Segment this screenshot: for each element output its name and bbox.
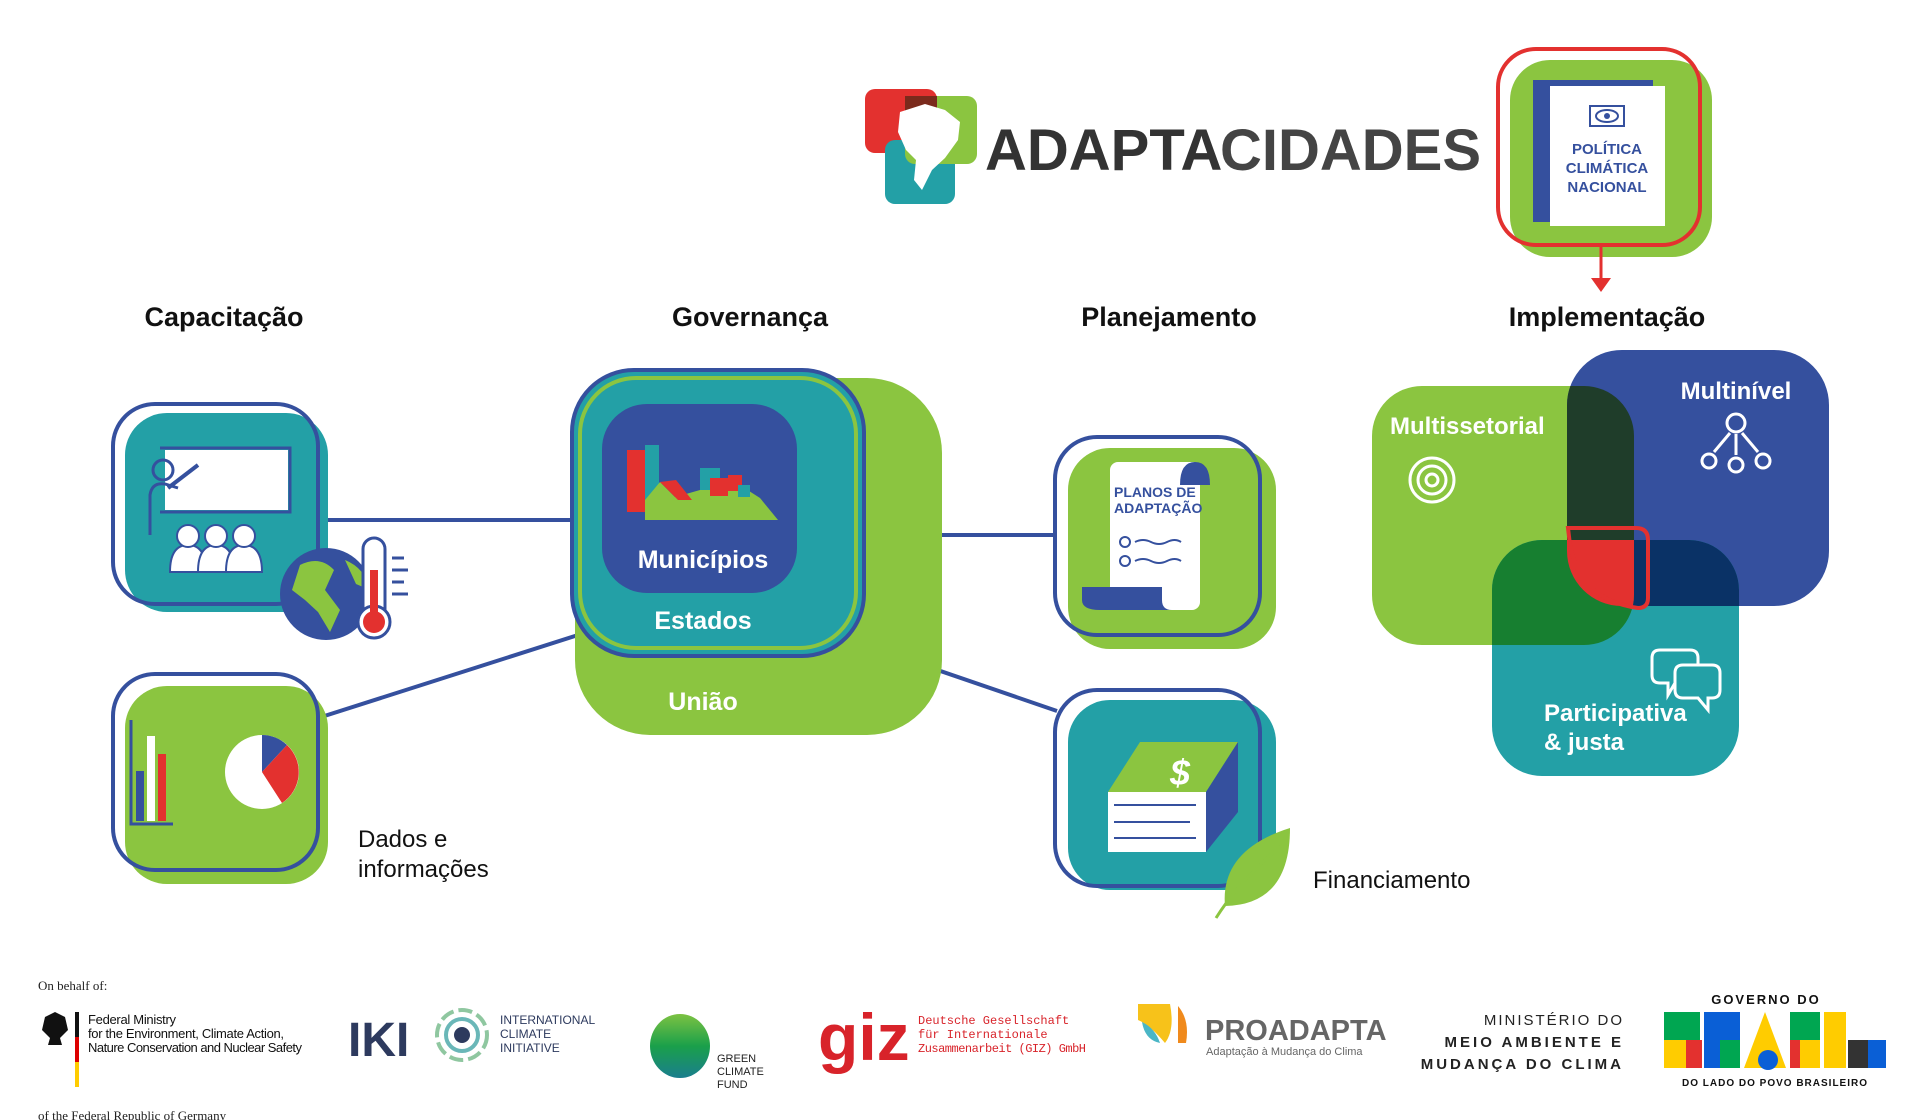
- thermometer-icon: [356, 536, 408, 640]
- audience-icon: [168, 524, 264, 573]
- implementacao-venn: Multissetorial Multinível Participativa …: [1372, 350, 1829, 776]
- giz-logo: giz Deutsche Gesellschaft für Internatio…: [818, 1000, 1086, 1074]
- iki-line3: INITIATIVE: [500, 1041, 560, 1055]
- logo-word-adapta: ADAPTA: [985, 118, 1222, 183]
- federal-eagle-icon: [42, 1012, 68, 1045]
- giz-line3: Zusammenarbeit (GIZ) GmbH: [918, 1042, 1086, 1056]
- level-uniao: União: [668, 688, 737, 716]
- bmu-logo: Federal Ministry for the Environment, Cl…: [42, 1012, 303, 1087]
- adapta-cidades-logo: ADAPTA CIDADES: [865, 89, 1481, 204]
- pie-chart-icon: [225, 735, 299, 809]
- giz-line2: für Internationale: [918, 1028, 1048, 1042]
- iki-mark: IKI: [348, 1014, 409, 1067]
- financiamento-label: Financiamento: [1313, 867, 1470, 894]
- gcf-line3: FUND: [717, 1079, 748, 1091]
- bmu-line2: for the Environment, Climate Action,: [88, 1026, 284, 1041]
- leaf-icon: [1214, 828, 1290, 919]
- bmu-line1: Federal Ministry: [88, 1012, 177, 1027]
- gcf-line1: GREEN: [717, 1053, 756, 1065]
- dados-label-line2: informações: [358, 856, 489, 883]
- on-behalf-label: On behalf of:: [38, 978, 107, 993]
- eye-icon: [1589, 105, 1625, 127]
- iki-line2: CLIMATE: [500, 1027, 551, 1041]
- brazil-map-icon: [865, 89, 977, 204]
- presenter-icon: [148, 458, 179, 535]
- bar-chart-icon: [129, 720, 173, 826]
- proadapta-subtitle: Adaptação à Mudança do Clima: [1206, 1046, 1363, 1058]
- header-implementacao: Implementação: [1509, 302, 1706, 332]
- mma-line3: MUDANÇA DO CLIMA: [1421, 1056, 1624, 1073]
- planos-line2: ADAPTAÇÃO: [1114, 499, 1203, 516]
- brasil-wordmark: [1664, 1012, 1886, 1070]
- planejamento-card: PLANOS DE ADAPTAÇÃO: [1053, 435, 1276, 649]
- bmu-line3: Nature Conservation and Nuclear Safety: [88, 1040, 303, 1055]
- presentation-board-icon: [160, 446, 292, 514]
- header-planejamento: Planejamento: [1081, 302, 1257, 332]
- iki-logo: IKI INTERNATIONAL CLIMATE INITIATIVE: [348, 1008, 595, 1067]
- republic-label: of the Federal Republic of Germany: [38, 1108, 227, 1120]
- giz-mark: giz: [818, 1000, 910, 1074]
- header-governanca: Governança: [672, 302, 829, 332]
- proadapta-name: PROADAPTA: [1205, 1015, 1387, 1047]
- participativa-label-line1: Participativa: [1544, 700, 1687, 727]
- gcf-line2: CLIMATE: [717, 1066, 764, 1078]
- planos-line1: PLANOS DE: [1114, 484, 1196, 500]
- arrow-down-icon: [1591, 245, 1611, 292]
- money-stack-icon: $: [1108, 742, 1238, 852]
- participativa-label-line2: & justa: [1544, 729, 1625, 756]
- hierarchy-network-icon: [1700, 412, 1772, 474]
- policy-line-2: CLIMÁTICA: [1566, 160, 1649, 177]
- politica-climatica-nacional-badge: POLÍTICA CLIMÁTICA NACIONAL: [1496, 47, 1712, 292]
- capacitacao-card: [111, 402, 408, 640]
- governo-top: GOVERNO DO: [1711, 992, 1821, 1007]
- target-icon: [1408, 456, 1456, 504]
- mma-line2: MEIO AMBIENTE E: [1445, 1034, 1624, 1051]
- policy-line-3: NACIONAL: [1567, 179, 1646, 196]
- center-highlight: [1565, 526, 1650, 611]
- governo-do-brasil-logo: GOVERNO DO DO LADO DO POVO BRASILEIRO: [1664, 992, 1886, 1089]
- dados-label-line1: Dados e: [358, 826, 447, 853]
- footer-partners: On behalf of: Federal Ministry for the E…: [38, 978, 1886, 1120]
- multissetorial-label: Multissetorial: [1390, 413, 1545, 440]
- adaptation-plan-scroll-icon: [1082, 462, 1210, 610]
- header-capacitacao: Capacitação: [144, 302, 303, 332]
- multinivel-label: Multinível: [1681, 378, 1792, 405]
- mma-line1: MINISTÉRIO DO: [1484, 1012, 1624, 1029]
- mma-logo: MINISTÉRIO DO MEIO AMBIENTE E MUDANÇA DO…: [1421, 1012, 1624, 1073]
- policy-line-1: POLÍTICA: [1572, 141, 1642, 158]
- iki-line1: INTERNATIONAL: [500, 1013, 595, 1027]
- dados-card: [111, 672, 328, 884]
- green-climate-fund-logo: GREEN CLIMATE FUND: [650, 1014, 764, 1091]
- svg-text:$: $: [1169, 752, 1191, 793]
- governo-bottom: DO LADO DO POVO BRASILEIRO: [1682, 1078, 1868, 1089]
- chat-bubbles-icon: [1650, 648, 1722, 715]
- level-estados: Estados: [654, 607, 751, 635]
- governanca-levels: Municípios Estados União: [570, 368, 942, 735]
- financiamento-card: $: [1053, 688, 1290, 919]
- logo-word-cidades: CIDADES: [1220, 118, 1481, 183]
- level-municipios: Municípios: [638, 546, 769, 574]
- giz-line1: Deutsche Gesellschaft: [918, 1014, 1069, 1028]
- proadapta-logo: PROADAPTA Adaptação à Mudança do Clima: [1138, 1004, 1387, 1058]
- city-buildings-icon: [627, 445, 778, 520]
